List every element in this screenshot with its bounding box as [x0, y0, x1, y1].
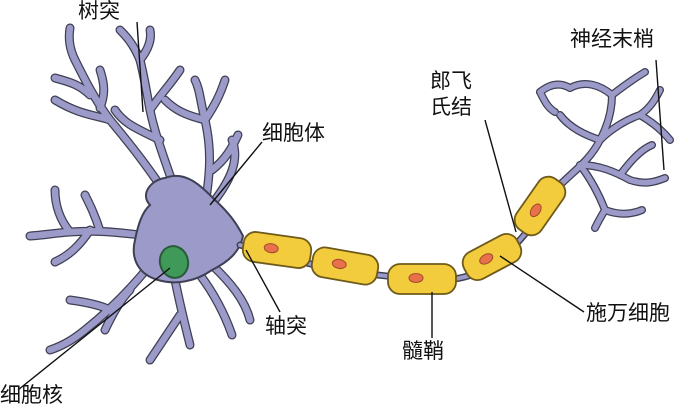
dendrite-branch — [136, 26, 154, 64]
nerve-ending-branch — [537, 89, 558, 115]
dendrite-leader — [136, 21, 144, 113]
dendrite-branch — [208, 261, 254, 324]
dendrite-branches — [25, 23, 255, 365]
schwann-cell-nucleus — [408, 273, 424, 283]
myelin-segments — [241, 175, 567, 295]
dendrite-branch — [66, 296, 114, 314]
nucleus-label: 细胞核 — [0, 383, 63, 407]
myelin-segment — [241, 231, 313, 269]
nerve-ending-branch — [617, 142, 655, 178]
axon-label: 轴突 — [265, 314, 307, 338]
nerve-ending-branch — [627, 175, 668, 186]
dendrite-branch — [196, 271, 236, 339]
nerve-ending-branch — [637, 112, 673, 143]
schwann-cell-label: 施万细胞 — [586, 301, 670, 325]
myelin-segment — [513, 175, 567, 237]
nerve-ending-branch — [537, 81, 573, 95]
nerve-ending-branches — [536, 68, 674, 232]
schwann-cell-nucleus — [529, 203, 542, 218]
node-of-ranvier-label: 郎飞 氏结 — [430, 68, 472, 120]
dendrite-branch — [46, 261, 154, 354]
node-of-ranvier-leader — [484, 119, 517, 233]
nerve-ending-label: 神经末梢 — [570, 27, 654, 51]
nerve-ending-branch — [577, 162, 633, 183]
nerve-ending-branch — [592, 207, 608, 231]
dendrite-branch — [81, 191, 104, 235]
axon-leader — [245, 249, 281, 313]
dendrite-branch — [65, 24, 79, 64]
schwann-cell-nucleus — [479, 253, 494, 265]
dendrite-branch — [208, 131, 242, 174]
leader-lines — [17, 21, 665, 391]
myelin-segment — [387, 263, 457, 295]
dendrite-branch — [146, 66, 184, 114]
dendrite-branch — [51, 186, 74, 236]
myelin-segment — [461, 233, 523, 281]
schwann-cell-nucleus — [331, 258, 347, 270]
dendrite-branch — [51, 226, 94, 266]
dendrite-branch — [51, 96, 114, 124]
nerve-ending-branch — [602, 207, 645, 217]
node-of-ranvier-label-line1: 郎飞 — [430, 69, 472, 93]
dendrite-label: 树突 — [78, 0, 120, 23]
cell-body-leader — [209, 141, 263, 206]
dendrite-branch — [111, 106, 164, 144]
dendrite-branch — [101, 286, 134, 334]
nerve-ending-branch — [597, 112, 643, 143]
dendrite-branch — [161, 96, 209, 124]
dendrite-branch — [146, 311, 184, 364]
nerve-ending-leader — [655, 59, 665, 171]
dendrite-branch — [51, 74, 94, 99]
myelin-sheath-label: 髓鞘 — [402, 339, 444, 363]
nerve-ending-branch — [609, 69, 648, 98]
myelin-segment — [310, 246, 380, 286]
nerve-ending-branch — [567, 81, 615, 98]
nerve-ending-branch — [557, 112, 603, 143]
node-of-ranvier-label-line2: 氏结 — [430, 95, 472, 119]
dendrite-branch — [201, 76, 229, 124]
nerve-ending-branch — [577, 162, 608, 213]
schwann-cell-nucleus — [263, 243, 279, 254]
schwann-cell-leader — [499, 255, 585, 313]
nucleus-leader — [17, 267, 171, 391]
cell-body-label: 细胞体 — [262, 121, 325, 145]
dendrite-branch — [96, 66, 107, 112]
